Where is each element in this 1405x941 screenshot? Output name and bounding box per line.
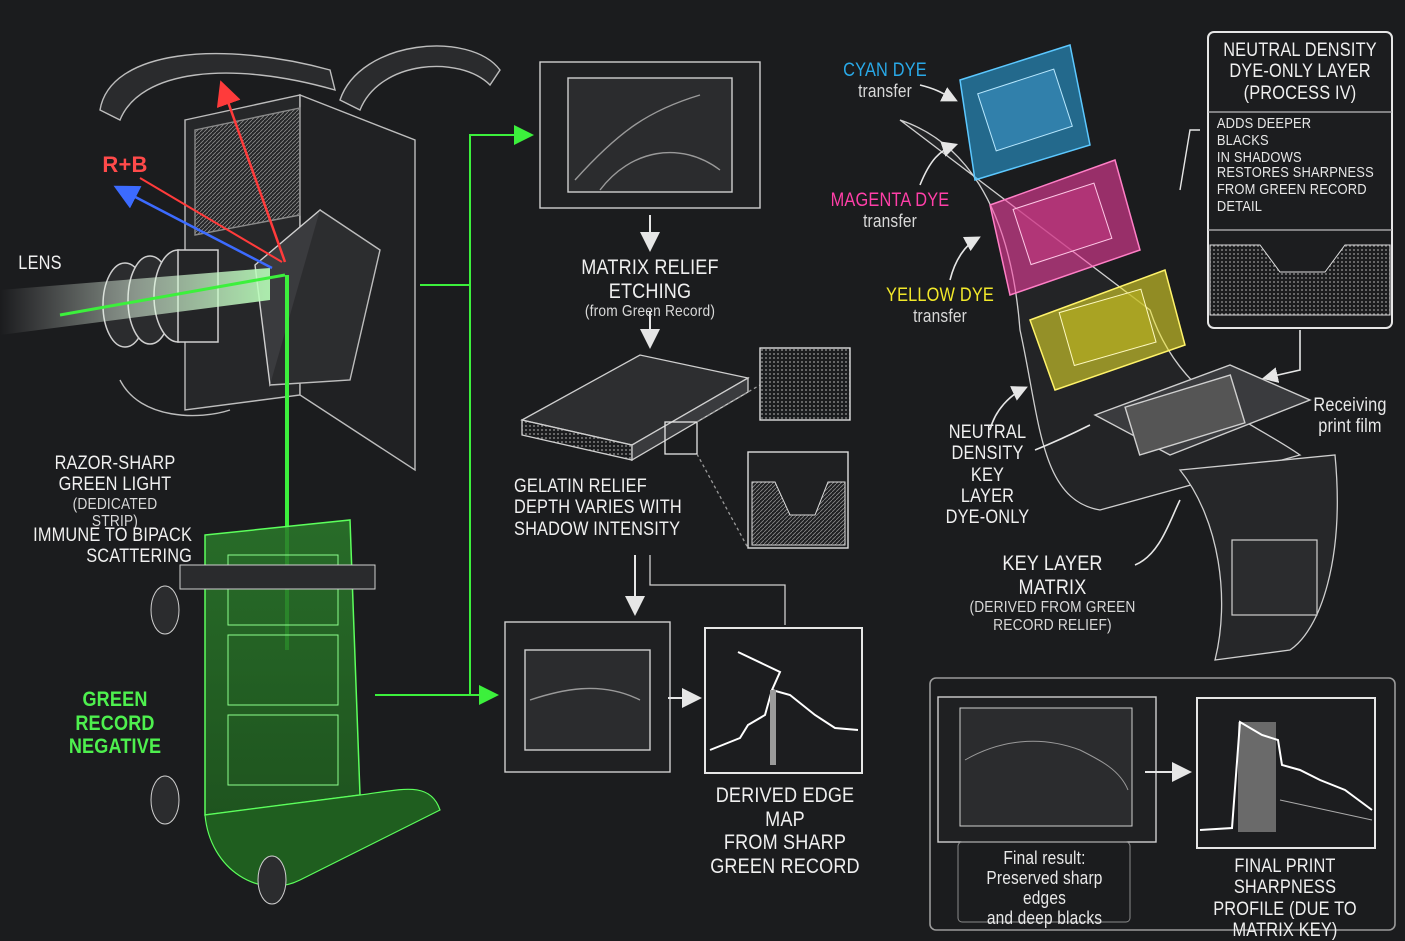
nd-key-line4: DYE-ONLY [945, 507, 1030, 529]
key-matrix-sub1: (DERIVED FROM GREEN [969, 599, 1136, 617]
key-layer-plate [1093, 364, 1312, 456]
nd-box-line3: (PROCESS IV) [1243, 82, 1357, 104]
cyan-label: CYAN DYE transfer [838, 60, 933, 101]
final-line1: Final result: [1003, 848, 1086, 868]
nd-box-note1: ADDS DEEPER BLACKS IN SHADOWS [1210, 115, 1365, 166]
red-ray [216, 80, 287, 263]
lens-label: LENS [18, 253, 62, 274]
final-profile-graph [1196, 697, 1376, 849]
profile-label: FINAL PRINT SHARPNESS PROFILE (DUE TO MA… [1190, 856, 1379, 941]
immune-line2: SCATTERING [86, 546, 193, 568]
arrow-nd-box [1261, 330, 1301, 383]
final-frame-on-film [1231, 539, 1318, 616]
gelatin-relief-block [520, 354, 761, 549]
yellow-dye-strip [1029, 269, 1186, 391]
razor-line1: RAZOR-SHARP [54, 453, 176, 474]
gelatin-label: GELATIN RELIEF DEPTH VARIES WITH SHADOW … [514, 476, 686, 540]
arrow-key-matrix [1134, 499, 1181, 566]
yellow-transfer: transfer [913, 306, 967, 327]
magenta-dye-strip [989, 159, 1141, 296]
nd-note2-line1: RESTORES SHARPNESS [1216, 164, 1374, 181]
edge-map-graph [704, 627, 863, 774]
relief-zoom-dots [759, 347, 851, 421]
green-frame-bottom [504, 621, 671, 773]
arrow-key-layer [1034, 424, 1091, 451]
razor-line3: (DEDICATED STRIP) [72, 495, 158, 531]
profile-line1: FINAL PRINT SHARPNESS [1233, 856, 1337, 899]
red-ray-2 [139, 177, 283, 263]
magenta-name: MAGENTA DYE [830, 190, 950, 211]
arrow-cyan [919, 84, 958, 102]
gelatin-line2: DEPTH VARIES WITH [514, 497, 682, 519]
green-record-negative-film [150, 519, 441, 905]
yellow-name: YELLOW DYE [886, 285, 994, 306]
razor-label: RAZOR-SHARP GREEN LIGHT (DEDICATED STRIP… [51, 453, 180, 531]
receiving-line1: Receiving [1313, 395, 1387, 416]
magenta-transfer: transfer [863, 211, 917, 232]
final-result-panel [929, 677, 1396, 931]
nd-note1-line2: IN SHADOWS [1216, 148, 1302, 166]
edge-line3: GREEN RECORD [710, 854, 860, 878]
edge-line1: DERIVED EDGE MAP [715, 784, 855, 831]
yellow-label: YELLOW DYE transfer [884, 285, 996, 326]
rb-label: R+B [102, 152, 148, 177]
green-record-line1: GREEN RECORD [75, 688, 155, 735]
profile-line2: PROFILE (DUE TO [1213, 898, 1357, 920]
nd-box-title: NEUTRAL DENSITY DYE-ONLY LAYER (PROCESS … [1223, 40, 1378, 104]
key-matrix-title: KEY LAYER MATRIX [1002, 552, 1103, 599]
nd-note1-line1: ADDS DEEPER BLACKS [1216, 115, 1312, 149]
camera-assembly [99, 45, 501, 472]
nd-key-label: NEUTRAL DENSITY KEY LAYER DYE-ONLY [942, 422, 1032, 528]
etching-sub: (from Green Record) [584, 303, 716, 321]
blue-ray [113, 185, 273, 270]
connector-relief-to-graph [649, 555, 786, 625]
profile-line3: MATRIX KEY) [1232, 919, 1338, 941]
nd-box-line1: NEUTRAL DENSITY [1223, 40, 1377, 61]
magenta-label: MAGENTA DYE transfer [830, 190, 950, 231]
nd-key-line3: KEY LAYER [960, 464, 1015, 507]
nd-box-line2: DYE-ONLY LAYER [1229, 61, 1371, 83]
key-matrix-sub2: RECORD RELIEF) [993, 616, 1112, 634]
green-beam-horizontal [59, 273, 286, 317]
edge-map-label: DERIVED EDGE MAP FROM SHARP GREEN RECORD [695, 784, 876, 878]
razor-line2: GREEN LIGHT [58, 474, 172, 496]
nd-box-note2: RESTORES SHARPNESS FROM GREEN RECORD DET… [1210, 164, 1382, 215]
edge-line2: FROM SHARP [723, 831, 847, 855]
gelatin-line1: GELATIN RELIEF [514, 476, 647, 497]
green-record-line2: NEGATIVE [68, 735, 162, 759]
nd-key-line2: DENSITY [951, 443, 1024, 465]
arrow-nd-label [989, 386, 1028, 431]
neutral-density-box [1207, 31, 1393, 329]
gelatin-line3: SHADOW INTENSITY [514, 518, 681, 540]
final-line2: Preserved sharp edges [986, 868, 1103, 909]
receiving-label: Receiving print film [1307, 395, 1393, 438]
immune-label: IMMUNE TO BIPACK SCATTERING [33, 525, 192, 568]
cyan-dye-strip [959, 44, 1091, 181]
green-frame-top [539, 61, 761, 209]
arrow-box-pointer [1179, 129, 1200, 191]
nd-note2-line2: FROM GREEN RECORD DETAIL [1216, 180, 1367, 215]
receiving-line2: print film [1318, 416, 1382, 438]
final-line3: and deep blacks [986, 908, 1103, 929]
etching-line1: MATRIX RELIEF ETCHING [581, 256, 719, 303]
nd-key-line1: NEUTRAL [948, 422, 1027, 443]
green-record-label: GREEN RECORD NEGATIVE [42, 688, 188, 759]
immune-line1: IMMUNE TO BIPACK [33, 525, 193, 546]
cyan-name: CYAN DYE [843, 60, 927, 81]
relief-zoom-profile [747, 451, 849, 549]
key-matrix-label: KEY LAYER MATRIX (DERIVED FROM GREEN REC… [969, 552, 1137, 635]
arrow-magenta [919, 141, 959, 186]
etching-title: MATRIX RELIEF ETCHING (from Green Record… [538, 256, 762, 321]
green-arrow-to-frame [420, 125, 534, 286]
cyan-transfer: transfer [858, 81, 912, 102]
final-result-label: Final result: Preserved sharp edges and … [965, 848, 1124, 929]
arrow-yellow [949, 236, 981, 281]
green-arrow-to-edge [375, 285, 495, 695]
